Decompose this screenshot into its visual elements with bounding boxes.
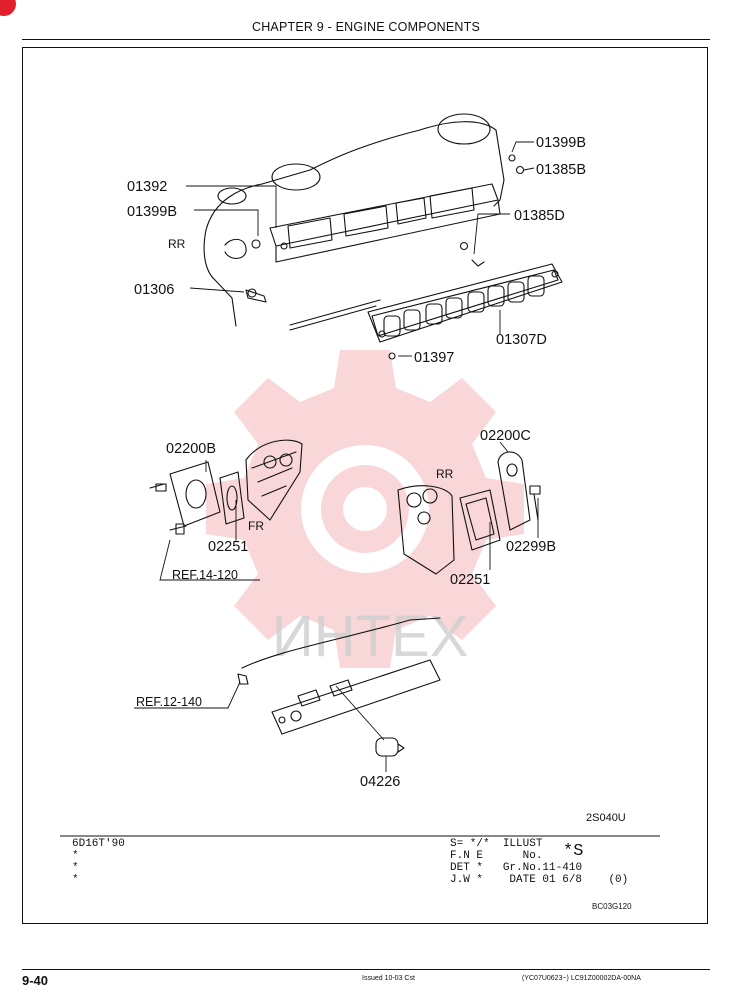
watermark-text: ИНТЕХ (272, 604, 468, 669)
det-line: DET * (450, 862, 484, 874)
document-code: (YC07U0623~) LC91Z00002DA-00NA (522, 975, 641, 982)
part-label-02299b: 02299B (506, 539, 556, 555)
corner-badge (0, 0, 16, 16)
part-label-01399b: 01399B (536, 135, 586, 151)
part-label-02251-left: 02251 (208, 539, 248, 555)
part-label-02200c: 02200C (480, 428, 531, 444)
no-label: No. (522, 850, 543, 862)
illustration-code: 2S040U (586, 812, 626, 824)
illust-number: *S (563, 842, 584, 861)
part-label-01307d: 01307D (496, 332, 547, 348)
part-label-02200b: 02200B (166, 441, 216, 457)
star-1: * (72, 850, 79, 862)
info-block-right: S= */* ILLUST F.N E No. DET * Gr.No.11-4… (450, 838, 628, 886)
fne-line: F.N E (450, 850, 484, 862)
part-label-01306: 01306 (134, 282, 174, 298)
part-label-01399b-left: 01399B (127, 204, 177, 220)
part-label-01385b: 01385B (536, 162, 586, 178)
jw-line: J.W * (450, 874, 484, 886)
chapter-title: CHAPTER 9 - ENGINE COMPONENTS (251, 20, 481, 34)
issued-note: Issued 10-03 Cst (362, 975, 415, 982)
direction-label-fr: FR (248, 519, 264, 533)
ref-label-14-120: REF.14-120 (172, 568, 238, 582)
illust-label: ILLUST (502, 838, 543, 850)
revision: (0) (608, 874, 629, 886)
ref-label-12-140: REF.12-140 (136, 695, 202, 709)
info-block-left: 6D16T'90 * * * (72, 838, 125, 886)
part-label-02251-right: 02251 (450, 572, 490, 588)
date-line: DATE 01 6/8 (509, 874, 583, 886)
part-label-04226: 04226 (360, 774, 400, 790)
block-code: BC03G120 (592, 902, 632, 911)
footer-rule (22, 969, 710, 970)
diagram-frame (22, 47, 708, 924)
star-2: * (72, 862, 79, 874)
part-label-01397: 01397 (414, 350, 454, 366)
direction-label-rr-top: RR (168, 237, 186, 251)
part-label-01385d: 01385D (514, 208, 565, 224)
part-label-01392: 01392 (127, 179, 167, 195)
gr-no: Gr.No.11-410 (502, 862, 583, 874)
model-code: 6D16T'90 (72, 838, 125, 850)
watermark-gear-icon (206, 350, 524, 668)
header-rule (22, 39, 710, 40)
star-3: * (72, 874, 79, 886)
page-number: 9-40 (22, 973, 49, 988)
s-line: S= */* (450, 838, 490, 850)
direction-label-rr-mid: RR (436, 467, 454, 481)
